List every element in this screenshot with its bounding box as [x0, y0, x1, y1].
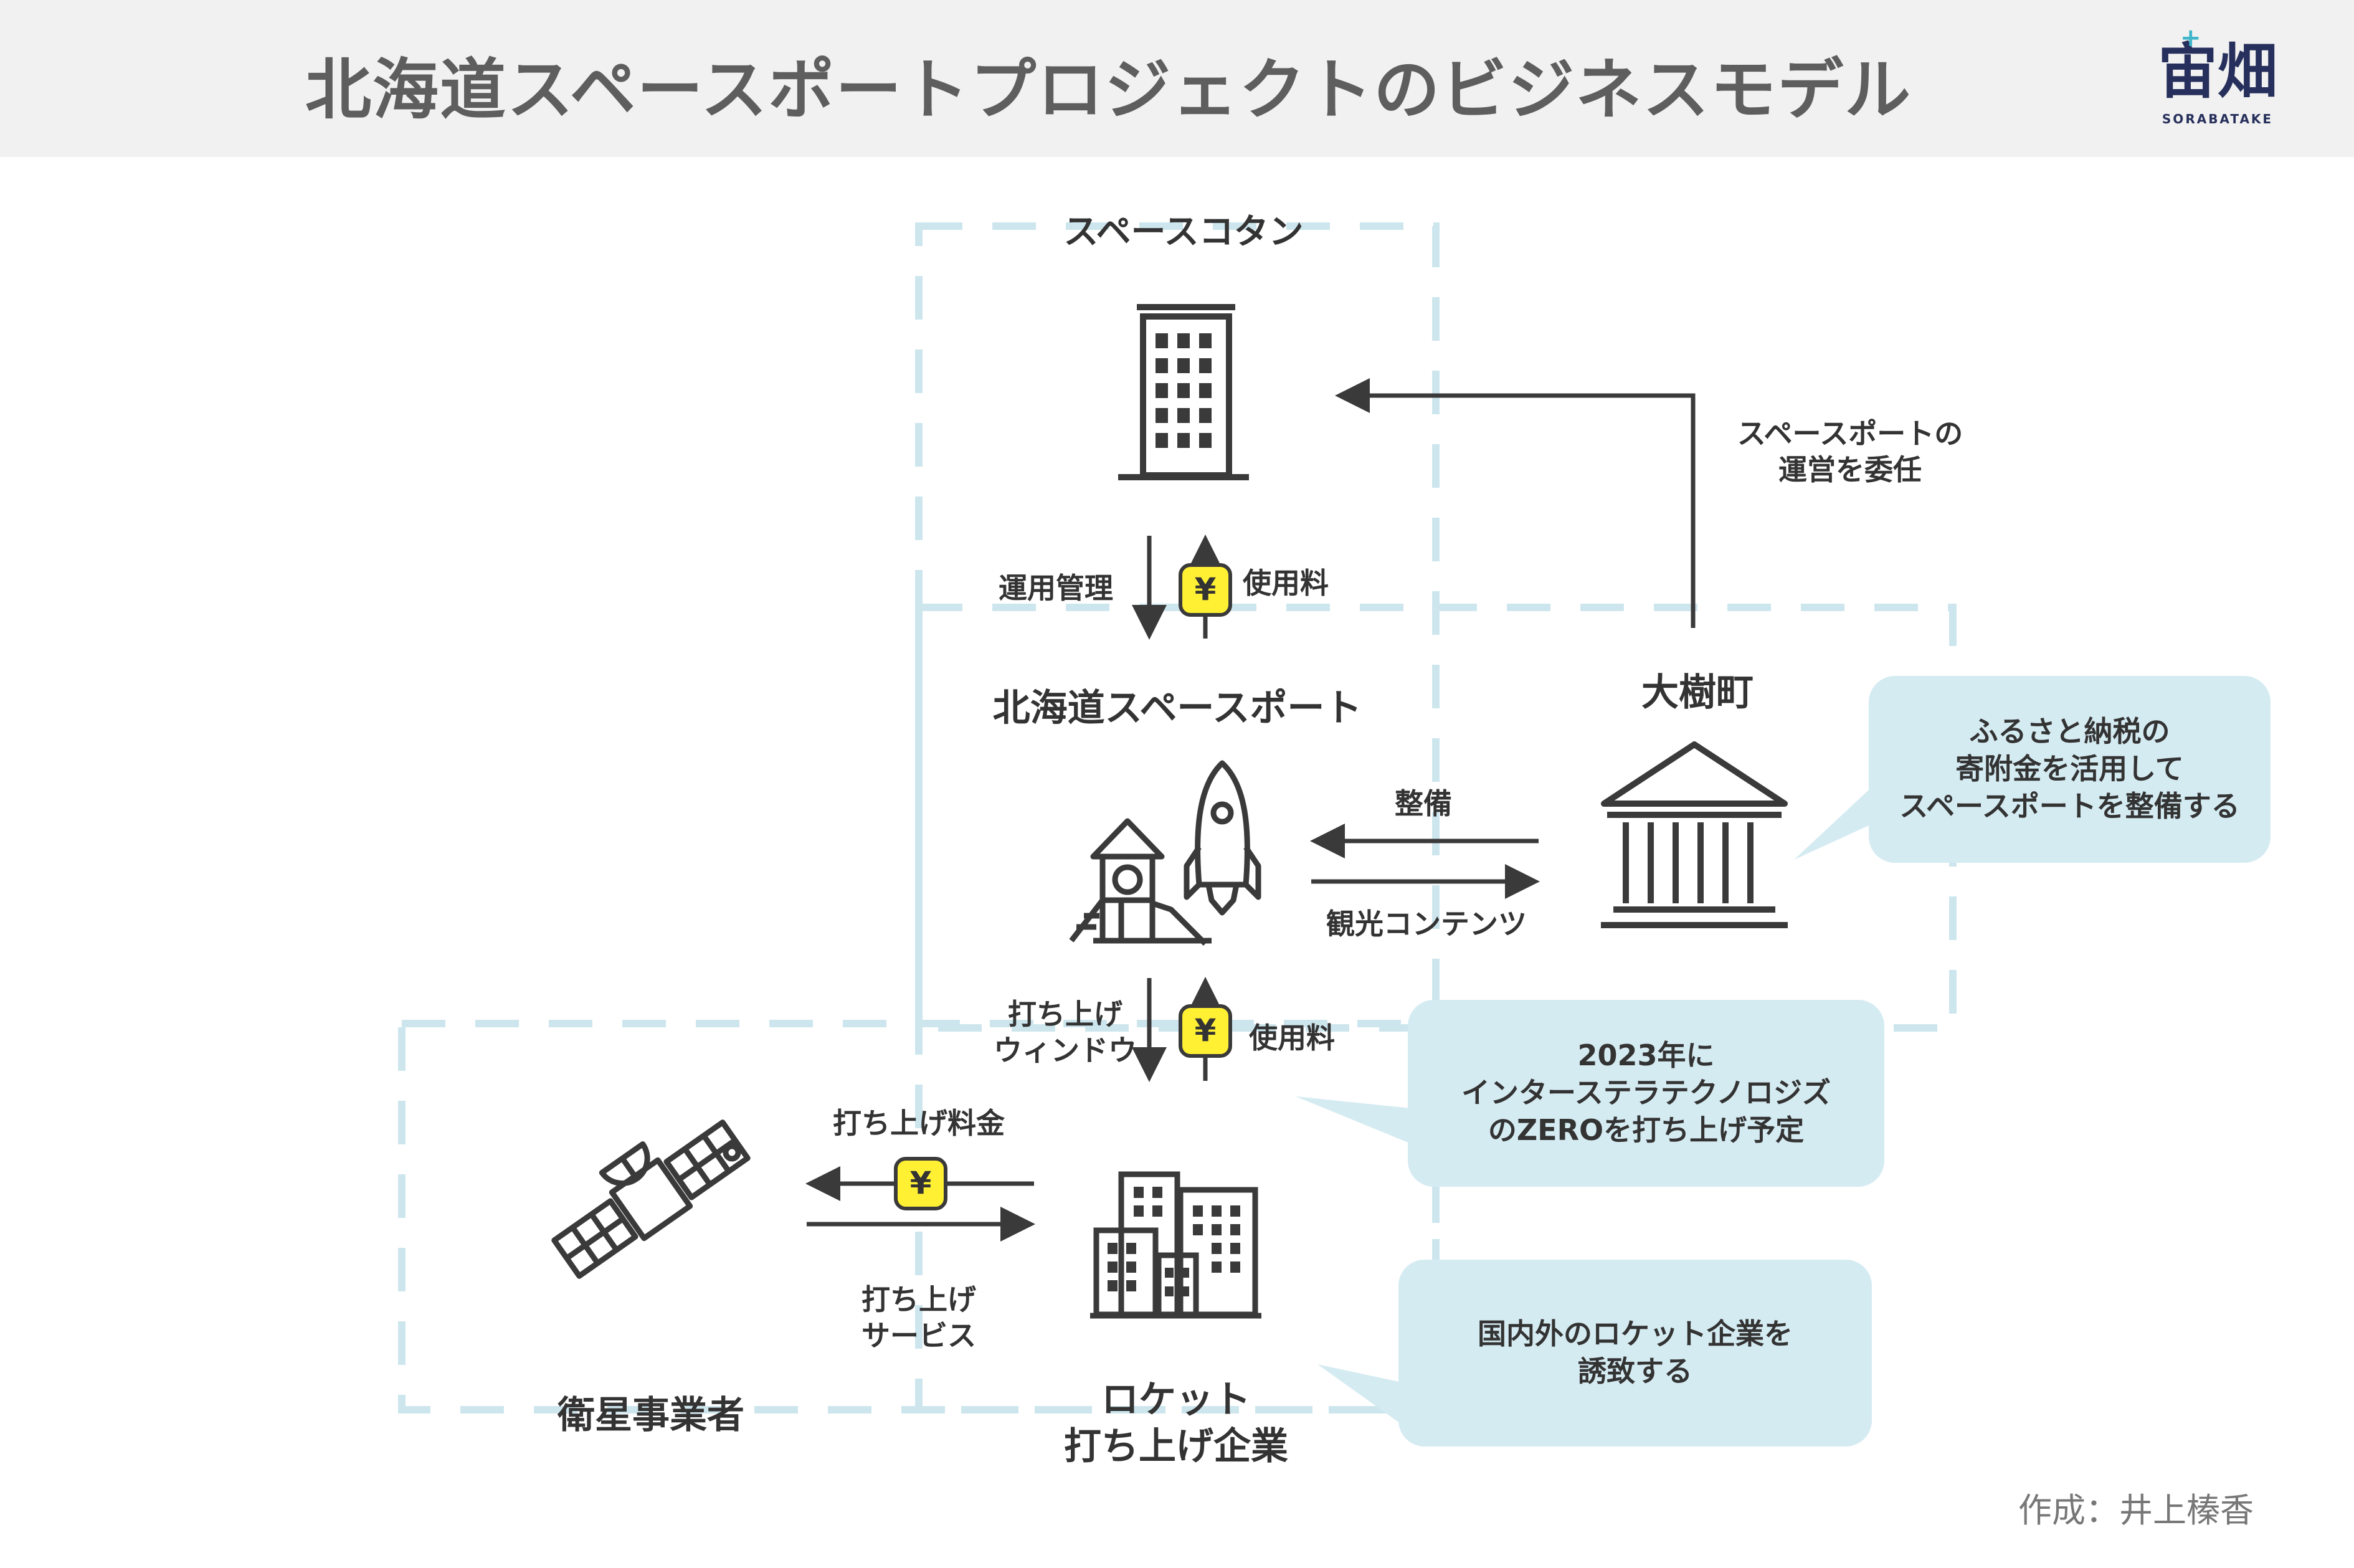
launch-fee-label: 打ち上げ料金 [833, 1106, 1005, 1140]
hokkaido-spaceport-label: 北海道スペースポート [992, 687, 1362, 730]
attract-callout: 国内外のロケット企業を 誘致する [1398, 1260, 1872, 1447]
zero-line2: インターステラテクノロジズ [1461, 1076, 1831, 1110]
window-label: 打ち上げ ウィンドウ [994, 997, 1137, 1068]
rocket-companies-line2: 打ち上げ企業 [1064, 1425, 1288, 1468]
page-title: 北海道スペースポートプロジェクトのビジネスモデル [305, 52, 1912, 128]
launch-service-line2: サービス [861, 1318, 976, 1352]
furusato-callout: ふるさと納税の 寄附金を活用して スペースポートを整備する [1869, 676, 2271, 863]
yen-badge-launch-fee: ¥ [894, 1157, 947, 1210]
svg-text:¥: ¥ [910, 1165, 932, 1201]
spacecotan-group-frame [915, 222, 1440, 1414]
entrust-label: スペースポートの 運営を委任 [1737, 416, 1963, 488]
entrust-arrow [1335, 378, 1696, 628]
office-tower-icon [1118, 304, 1249, 480]
svg-text:¥: ¥ [1195, 571, 1217, 607]
launch-service-label: 打ち上げ サービス [861, 1282, 976, 1354]
logo-mark: 宙畑 [2158, 37, 2277, 107]
tourism-label: 観光コンテンツ [1326, 907, 1527, 941]
entrust-line1: スペースポートの [1737, 417, 1963, 450]
town-hall-icon [1601, 741, 1788, 928]
logo-sub: SORABATAKE [2162, 112, 2273, 126]
fee-lower-label: 使用料 [1249, 1021, 1335, 1055]
svg-text:¥: ¥ [1195, 1012, 1217, 1048]
sorabatake-logo: 宙畑 + SORABATAKE [2143, 24, 2292, 130]
attract-bubble-tail [1317, 1364, 1405, 1427]
logo-graphic: 宙畑 + SORABATAKE [2158, 24, 2277, 126]
furusato-line2: 寄附金を活用して [1955, 752, 2184, 786]
fee-upper-label: 使用料 [1243, 566, 1329, 600]
window-line2: ウィンドウ [994, 1033, 1137, 1067]
rocket-companies-label: ロケット 打ち上げ企業 [1064, 1377, 1288, 1470]
satellite-operators-label: 衛星事業者 [558, 1394, 744, 1437]
satellite-icon [551, 1119, 751, 1279]
zero-callout: 2023年に インターステラテクノロジズ のZEROを打ち上げ予定 [1408, 1000, 1884, 1187]
author-credit: 作成：井上榛香 [2018, 1491, 2254, 1530]
attract-line1: 国内外のロケット企業を [1478, 1317, 1793, 1351]
playground-icon [1069, 818, 1212, 946]
launch-service-line1: 打ち上げ [861, 1283, 976, 1316]
zero-line1: 2023年に [1577, 1038, 1715, 1073]
logo-plus-icon: + [2180, 24, 2201, 52]
group-frames [398, 222, 1957, 1414]
taiki-town-label: 大樹町 [1641, 671, 1754, 715]
rocket-icon [1184, 760, 1261, 916]
entrust-line2: 運営を委任 [1778, 452, 1922, 487]
window-line1: 打ち上げ [1008, 997, 1122, 1031]
operation-label: 運用管理 [999, 571, 1113, 605]
furusato-line3: スペースポートを整備する [1899, 789, 2240, 823]
spacecotan-label: スペースコタン [1063, 212, 1304, 252]
zero-bubble-tail [1296, 1096, 1417, 1146]
launch-group-frame [398, 1020, 1440, 1414]
maintenance-label: 整備 [1395, 787, 1452, 820]
yen-badge-lower: ¥ [1179, 1004, 1232, 1058]
zero-line3: のZEROを打ち上げ予定 [1488, 1113, 1805, 1147]
header-bar [0, 0, 2354, 157]
rocket-companies-line1: ロケット [1101, 1378, 1251, 1422]
yen-badge-upper: ¥ [1179, 563, 1232, 617]
attract-line2: 誘致する [1578, 1354, 1692, 1388]
taiki-group-frame [915, 604, 1957, 1032]
company-buildings-icon [1090, 1171, 1261, 1319]
furusato-line1: ふるさと納税の [1969, 715, 2170, 749]
